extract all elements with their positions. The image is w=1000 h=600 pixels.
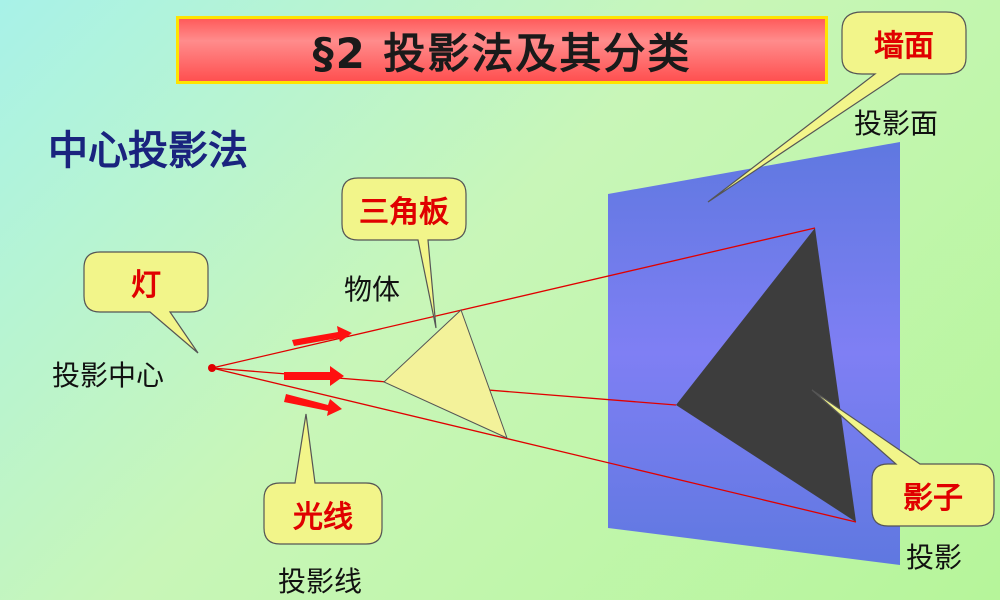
callout-triangle-board [341,177,467,329]
lamp-icon [188,352,205,386]
callout-lamp-text: 灯 [131,268,161,303]
section-heading: 中心投影法 [48,128,248,174]
label-projection-line: 投影线 [278,565,363,598]
label-projection: 投影 [906,541,963,574]
light-arrows [284,326,352,416]
object-triangle [383,309,508,439]
callout-triangle-board-text: 三角板 [359,195,449,230]
callout-light-ray [263,413,383,545]
label-projection-plane: 投影面 [854,107,939,140]
callout-wall [707,11,967,203]
ray-top [211,227,816,369]
callout-shadow [811,389,995,527]
callout-lamp [83,251,209,354]
arrow-lower [284,394,342,416]
arrow-middle [284,366,344,386]
callout-light-ray-text: 光线 [293,499,353,535]
label-object: 物体 [344,273,401,306]
arrow-upper [292,326,352,346]
callout-wall-text: 墙面 [874,29,934,64]
ray-bottom [211,367,857,523]
callout-shadow-text: 影子 [903,481,963,516]
shadow-triangle [676,228,856,522]
light-source-dot [208,364,216,372]
label-projection-center: 投影中心 [52,359,165,392]
slide-title: §2 投影法及其分类 [176,16,828,84]
